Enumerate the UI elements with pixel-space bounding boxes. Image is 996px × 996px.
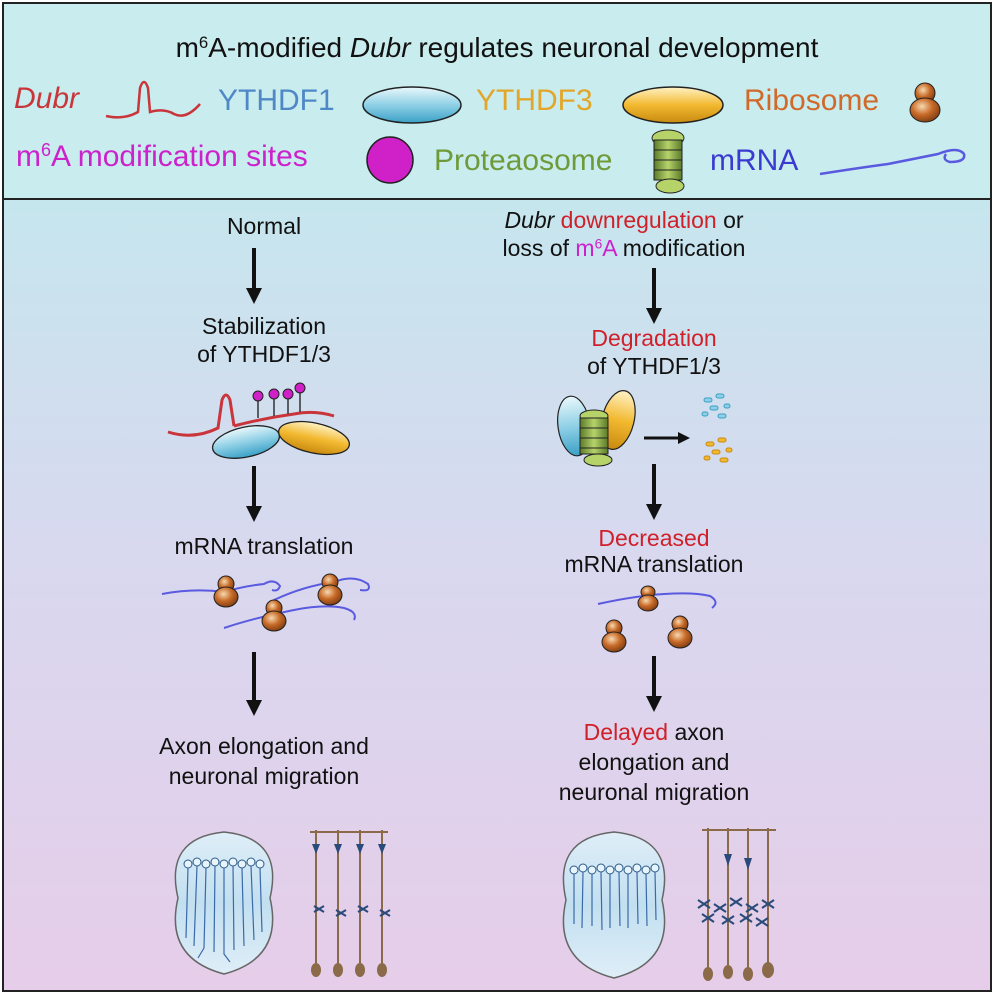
ythdf1-icon — [362, 86, 462, 124]
legend-ribosome-label: Ribosome — [744, 84, 880, 117]
legend-ythdf1-label: YTHDF1 — [218, 84, 335, 117]
legend-dubr-label: Dubr — [14, 82, 80, 115]
right-condition-line1: Dubr downregulation or — [504, 207, 744, 233]
right-decreased-line1: Decreased — [598, 525, 710, 551]
left-stabilization-line2: of YTHDF1/3 — [197, 341, 331, 367]
left-arrow-1 — [246, 248, 262, 304]
left-arrow-3 — [246, 652, 262, 716]
right-decreased-line2: mRNA translation — [564, 551, 744, 577]
mrna-icon — [819, 148, 966, 176]
right-migration-icon — [697, 828, 776, 981]
right-arrow-2 — [646, 464, 662, 520]
right-degradation-line2: of YTHDF1/3 — [587, 353, 721, 379]
right-condition-line2: loss of m6A modification — [502, 235, 746, 261]
right-translation-icon — [597, 585, 717, 653]
right-degradation-line1: Degradation — [591, 325, 717, 351]
left-translation-label: mRNA translation — [174, 533, 354, 559]
legend-proteasome-label: Proteaosome — [434, 144, 613, 177]
left-stabilization-line1: Stabilization — [201, 313, 327, 339]
m6a-site-icon — [366, 136, 414, 184]
left-outcome-line2: neuronal migration — [168, 763, 360, 789]
right-arrow-3 — [646, 656, 662, 712]
right-axon-chamber-icon — [562, 831, 666, 979]
dubr-icon — [105, 80, 201, 119]
left-arrow-2 — [246, 466, 262, 522]
left-translation-icon — [161, 573, 370, 632]
left-migration-icon — [310, 830, 391, 977]
legend-m6a-label: m6A modification sites — [16, 140, 308, 173]
legend-panel: m6A-modified Dubr regulates neuronal dev… — [4, 4, 990, 200]
right-outcome-line3: neuronal migration — [558, 779, 750, 805]
left-outcome-line1: Axon elongation and — [159, 733, 369, 759]
main-panel: Normal Stabilization of YTHDF1/3 mRNA tr… — [4, 200, 990, 990]
legend-ythdf3-label: YTHDF3 — [476, 84, 593, 117]
ythdf3-icon — [622, 86, 724, 124]
legend-mrna-label: mRNA — [710, 144, 799, 177]
left-axon-chamber-icon — [174, 831, 274, 975]
ribosome-icon — [909, 82, 941, 123]
right-outcome-line1: Delayed axon — [583, 719, 725, 745]
right-arrow-1 — [646, 268, 662, 324]
degradation-icon — [557, 390, 733, 467]
left-normal-label: Normal — [226, 213, 302, 239]
right-outcome-line2: elongation and — [578, 749, 730, 775]
stabilized-complex-icon — [167, 382, 351, 459]
proteasome-icon — [651, 129, 685, 194]
diagram-title: m6A-modified Dubr regulates neuronal dev… — [175, 32, 819, 63]
